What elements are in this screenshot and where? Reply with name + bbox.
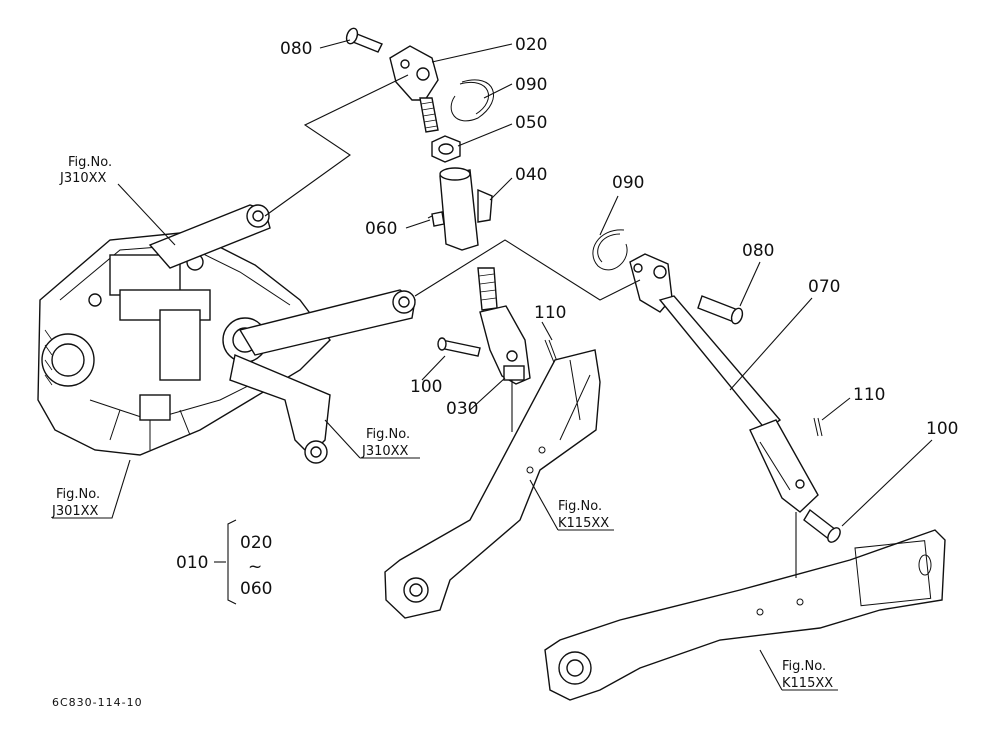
part-label-050: 050 bbox=[515, 113, 547, 133]
lower-link-left-drawing bbox=[384, 349, 601, 619]
fig-ref-title: Fig.No. bbox=[56, 487, 100, 502]
fig-ref-j301xx: Fig.No. J301XX bbox=[51, 487, 100, 519]
fig-ref-title: Fig.No. bbox=[782, 659, 826, 674]
part-label-110-right: 110 bbox=[853, 385, 885, 405]
document-code: 6C830-114-10 bbox=[52, 696, 143, 709]
lift-rod-assembly-drawing bbox=[592, 229, 841, 543]
fig-ref-title: Fig.No. bbox=[68, 155, 112, 170]
part-label-100-left: 100 bbox=[410, 377, 442, 397]
part-label-090-right: 090 bbox=[612, 173, 644, 193]
figure-references: Fig.No. J310XX Fig.No. J310XX Fig.No. J3… bbox=[51, 155, 833, 691]
part-label-040: 040 bbox=[515, 165, 547, 185]
part-label-080-right: 080 bbox=[742, 241, 774, 261]
fig-ref-code: K115XX bbox=[558, 516, 609, 531]
part-label-110-left: 110 bbox=[534, 303, 566, 323]
part-number-labels: 080 020 090 050 040 060 110 100 030 090 … bbox=[280, 35, 958, 439]
hydraulic-housing-drawing bbox=[37, 204, 416, 464]
fig-ref-code: J301XX bbox=[51, 504, 99, 519]
part-label-070: 070 bbox=[808, 277, 840, 297]
fig-ref-code: J310XX bbox=[361, 444, 409, 459]
fig-ref-code: K115XX bbox=[782, 676, 833, 691]
fig-ref-title: Fig.No. bbox=[558, 499, 602, 514]
fig-ref-k115xx-right: Fig.No. K115XX bbox=[782, 659, 833, 691]
leveling-rod-assembly-drawing bbox=[345, 27, 559, 385]
assembly-range: 010 020 ~ 060 bbox=[176, 533, 272, 599]
part-label-030: 030 bbox=[446, 399, 478, 419]
assembly-to-label: 060 bbox=[240, 579, 272, 599]
part-label-060: 060 bbox=[365, 219, 397, 239]
leader-lines bbox=[52, 39, 933, 691]
assembly-main-label: 010 bbox=[176, 553, 208, 573]
assembly-from-label: 020 bbox=[240, 533, 272, 553]
fig-ref-k115xx-middle: Fig.No. K115XX bbox=[558, 499, 609, 531]
part-label-100-right: 100 bbox=[926, 419, 958, 439]
fig-ref-j310xx-upper: Fig.No. J310XX bbox=[59, 155, 112, 186]
lower-link-right-drawing bbox=[544, 529, 946, 701]
part-label-090-top: 090 bbox=[515, 75, 547, 95]
fig-ref-j310xx-lower: Fig.No. J310XX bbox=[361, 427, 410, 459]
part-label-020: 020 bbox=[515, 35, 547, 55]
assembly-tilde: ~ bbox=[248, 557, 262, 577]
fig-ref-title: Fig.No. bbox=[366, 427, 410, 442]
fig-ref-code: J310XX bbox=[59, 171, 107, 186]
part-label-080-top: 080 bbox=[280, 39, 312, 59]
